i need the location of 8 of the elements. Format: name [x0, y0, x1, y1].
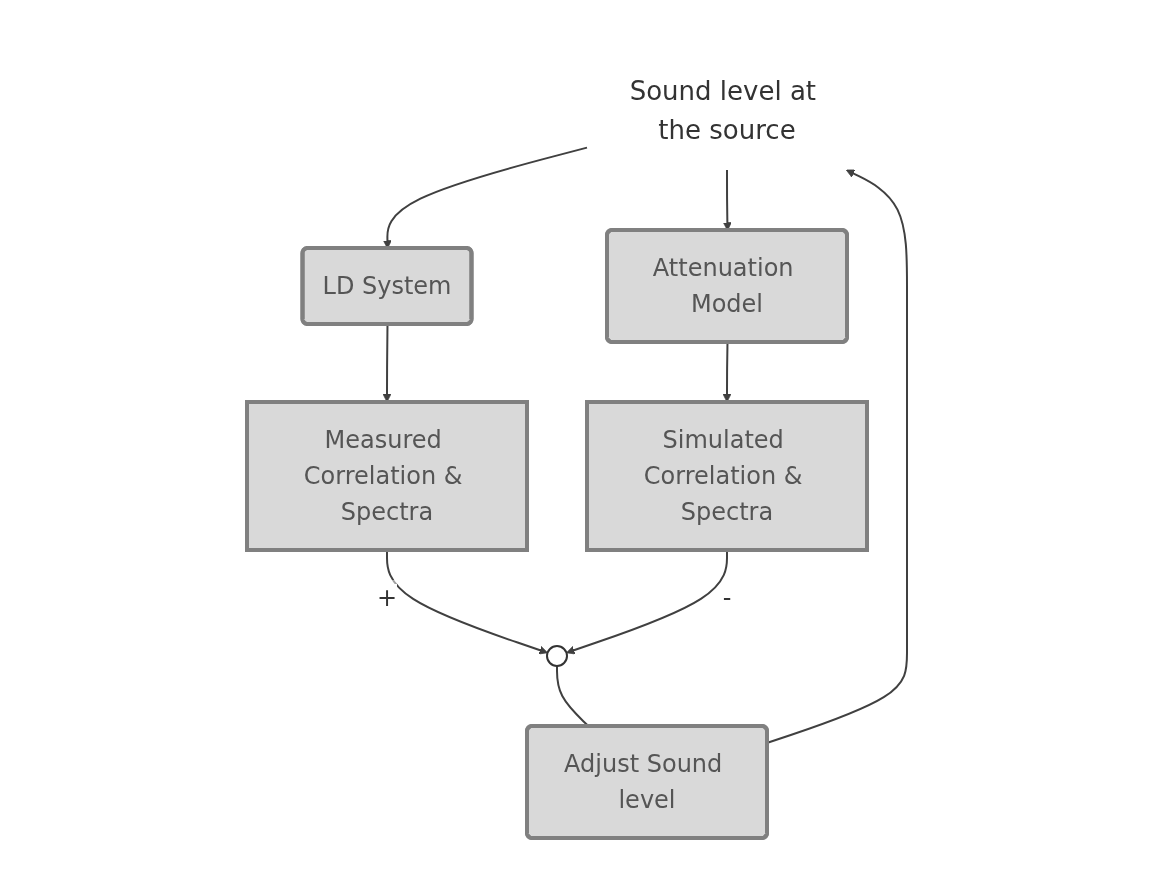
edge-label: -: [722, 583, 731, 612]
node-text: Sound level at the source: [629, 75, 816, 145]
arrow: [722, 341, 731, 402]
node-circle: [545, 644, 568, 667]
arrow: [382, 323, 391, 402]
node-box: Simulated Correlation & Spectra: [584, 399, 869, 552]
node-box: Measured Correlation & Spectra: [244, 399, 529, 552]
edge-label: +: [376, 583, 397, 612]
